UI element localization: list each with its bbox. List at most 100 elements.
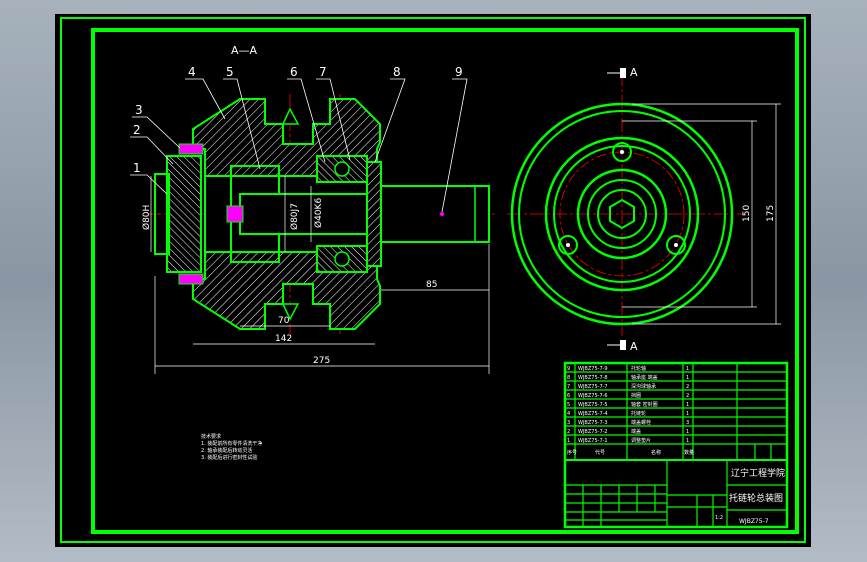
dim-85: 85: [426, 280, 437, 290]
outer-flange-inner: [518, 110, 726, 318]
tooth-notch-bottom: [281, 303, 300, 321]
scale: 1:2: [715, 515, 723, 521]
drawing-canvas: A—A: [55, 14, 811, 547]
part-row-name: 轴承座 端盖: [631, 374, 658, 381]
balloon-2: 2: [133, 123, 141, 137]
part-row-qty: 2: [686, 384, 689, 390]
header-qty: 数量: [684, 449, 694, 456]
dimension-lines: [150, 176, 490, 374]
dim-142: 142: [275, 334, 292, 344]
shaft-key: [226, 205, 244, 223]
part-row-code: WJBZ75-7-4: [578, 411, 608, 417]
note-2: 2. 轴承装配后转动灵活: [201, 447, 252, 454]
balloon-3: 3: [135, 103, 143, 117]
section-marker-bottom: [620, 340, 626, 350]
part-row-no: 1: [567, 438, 570, 444]
cap-bolt-top: [178, 143, 204, 155]
side-view: A A 150 175: [507, 66, 781, 353]
part-row-no: 6: [567, 393, 570, 399]
part-row-name: 托轮轴: [631, 365, 646, 372]
part-row-code: WJBZ75-7-7: [578, 384, 608, 390]
note-0: 技术要求: [201, 433, 221, 440]
part-row-code: WJBZ75-7-9: [578, 366, 608, 372]
school-name: 辽宁工程学院: [731, 467, 785, 479]
bolt-centers: [566, 150, 678, 247]
balloon-4: 4: [188, 65, 196, 79]
shaft-hex: [609, 198, 635, 230]
balloon-6: 6: [290, 65, 298, 79]
leader-lines: [130, 78, 468, 213]
note-3: 3. 装配后进行密封性试验: [201, 454, 257, 461]
part-row-code: WJBZ75-7-5: [578, 402, 608, 408]
title-block: 9 WJBZ75-7-9 托轮轴 1 8 WJBZ75-7-8 轴承座 端盖 1…: [563, 361, 789, 529]
tooth-notch-top: [281, 107, 300, 125]
hub-ring: [576, 168, 668, 260]
cap-outer: [544, 136, 700, 292]
part-row-no: 8: [567, 375, 570, 381]
part-row-qty: 1: [686, 375, 689, 381]
part-row-no: 2: [567, 429, 570, 435]
part-row-code: WJBZ75-7-8: [578, 375, 608, 381]
section-marker-top: [620, 68, 626, 78]
section-marker-bottom-label: A: [630, 340, 638, 353]
section-title: A—A: [231, 44, 258, 57]
shaft-end: [597, 189, 647, 239]
inner-border: [91, 28, 799, 534]
part-row-name: 端盖螺栓: [631, 419, 651, 426]
note-1: 1. 装配前所有零件清洗干净: [201, 440, 262, 447]
part-row-code: WJBZ75-7-3: [578, 420, 608, 426]
balloon-9: 9: [455, 65, 463, 79]
dim-70: 70: [278, 316, 290, 326]
part-row-code: WJBZ75-7-2: [578, 429, 608, 435]
part-row-qty: 1: [686, 438, 689, 444]
part-row-code: WJBZ75-7-1: [578, 438, 608, 444]
part-row-qty: 1: [686, 366, 689, 372]
shaft-center-mark: [440, 212, 444, 216]
dim-150: 150: [742, 205, 752, 222]
header-code: 代号: [595, 449, 605, 456]
bearing-cover: [366, 161, 382, 267]
drawing-number: WJBZ75-7: [739, 518, 769, 525]
part-row-name: 托链轮: [631, 410, 646, 417]
dim-shaft: Ø40K6: [313, 198, 324, 228]
part-row-no: 3: [567, 420, 570, 426]
bearing-bottom: [316, 245, 368, 273]
part-row-qty: 3: [686, 420, 689, 426]
section-view: A—A: [130, 44, 495, 374]
dim-175: 175: [766, 205, 776, 222]
drawing-name: 托链轮总装图: [729, 492, 783, 504]
parts-list: 9 WJBZ75-7-9 托轮轴 1 8 WJBZ75-7-8 轴承座 端盖 1…: [567, 365, 723, 521]
dim-275: 275: [313, 356, 330, 366]
end-cap: [166, 155, 202, 273]
outer-border: [60, 17, 806, 543]
outer-flange: [510, 102, 734, 326]
part-row-qty: 1: [686, 429, 689, 435]
part-row-qty: 1: [686, 402, 689, 408]
cap-ring: [553, 145, 691, 283]
technical-notes: 技术要求 1. 装配前所有零件清洗干净 2. 轴承装配后转动灵活 3. 装配后进…: [201, 433, 262, 461]
part-row-no: 4: [567, 411, 570, 417]
part-row-code: WJBZ75-7-6: [578, 393, 608, 399]
dim-bore-left: Ø80H: [141, 205, 152, 230]
part-row-name: 轴套 密封圈: [631, 401, 658, 408]
part-row-name: 调整垫片: [631, 437, 651, 444]
part-row-no: 7: [567, 384, 570, 390]
section-marker-top-label: A: [630, 66, 638, 79]
part-row-qty: 1: [686, 411, 689, 417]
part-row-no: 9: [567, 366, 570, 372]
header-name: 名称: [651, 449, 661, 456]
side-dim-lines: [622, 103, 781, 325]
balloon-7: 7: [319, 65, 327, 79]
balloon-5: 5: [226, 65, 234, 79]
assembly-drawing: A—A: [60, 17, 806, 543]
output-shaft: [380, 185, 490, 243]
cap-bolts: [558, 142, 686, 255]
balloon-1: 1: [133, 161, 141, 175]
part-row-name: 深沟球轴承: [631, 383, 656, 390]
part-row-no: 5: [567, 402, 570, 408]
cap-bolt-bottom: [178, 273, 204, 285]
dim-bore-mid: Ø80J7: [289, 203, 300, 230]
part-row-name: 挡圈: [631, 392, 641, 399]
header-no: 序号: [567, 449, 577, 456]
part-row-name: 端盖: [631, 428, 641, 435]
